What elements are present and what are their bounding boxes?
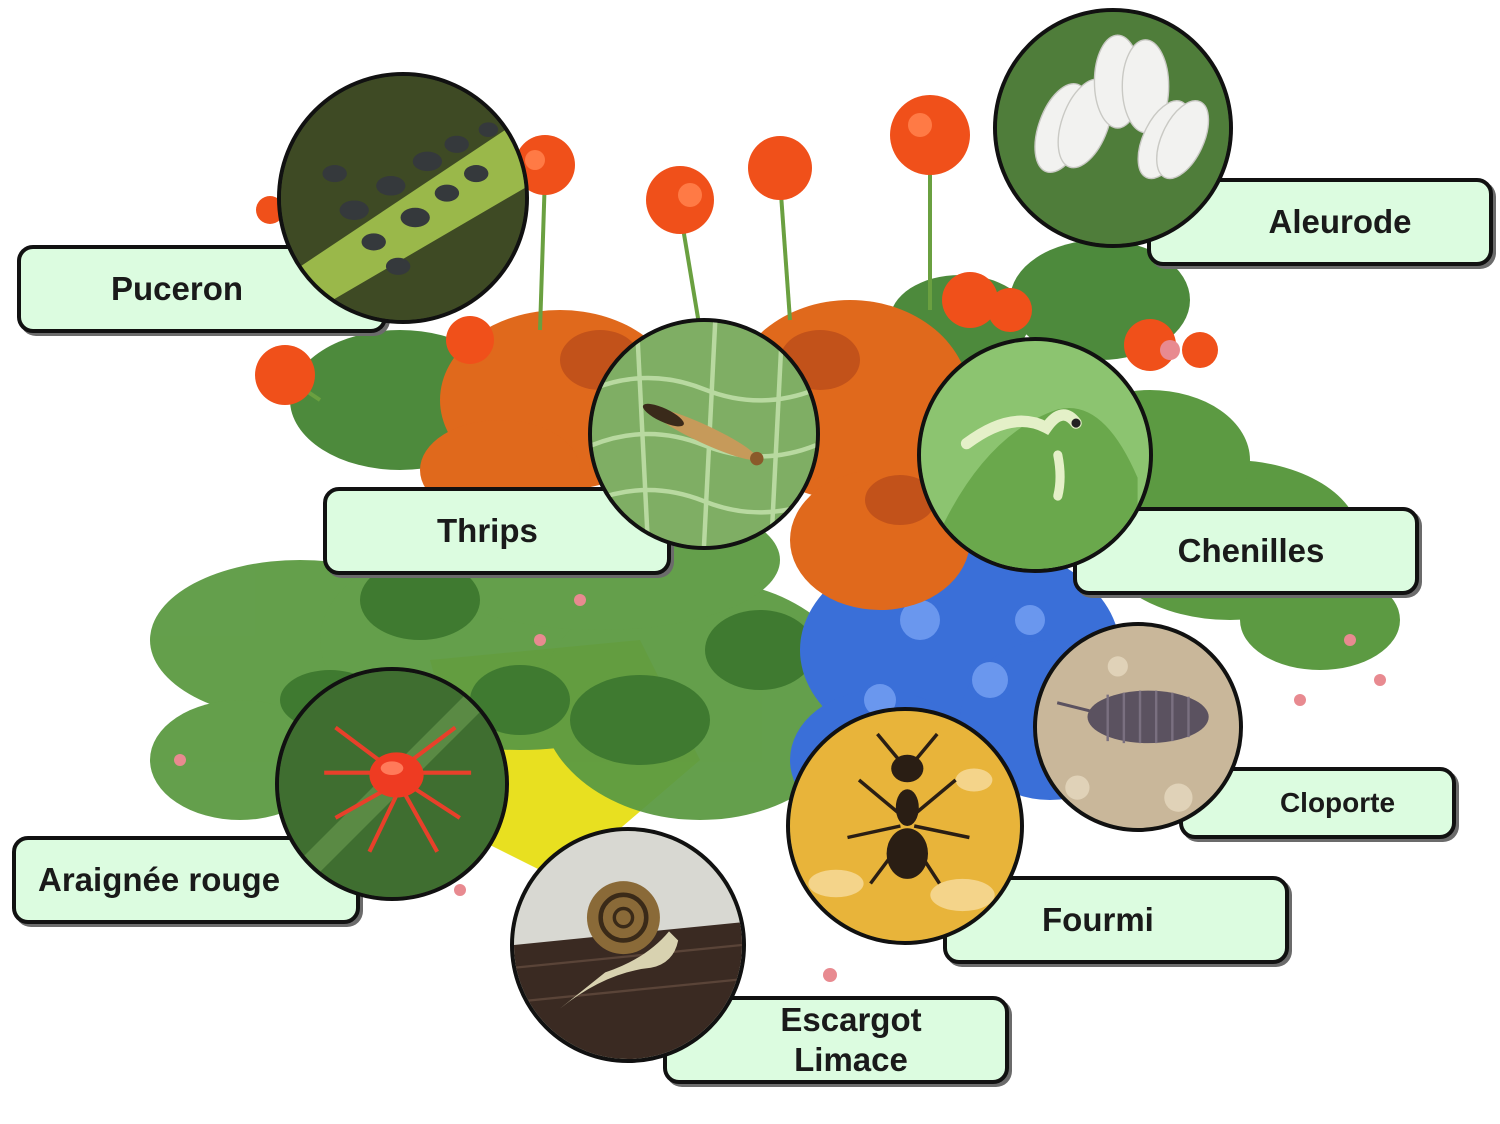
label-chenilles-text: Chenilles [1177, 532, 1325, 570]
aphid-photo [281, 76, 525, 320]
photo-puceron [277, 72, 529, 324]
label-puceron-text: Puceron [111, 270, 244, 308]
whitefly-photo [997, 12, 1229, 244]
spider-mite-photo [279, 671, 505, 897]
photo-araignee-rouge [275, 667, 509, 901]
label-thrips: Thrips [323, 487, 671, 575]
label-fourmi: Fourmi [943, 876, 1289, 964]
label-araignee-rouge-text: Araignée rouge [38, 861, 281, 899]
photo-thrips [588, 318, 820, 550]
label-limace-text: Limace [794, 1041, 908, 1078]
thrips-photo [592, 322, 816, 546]
snail-photo [514, 831, 742, 1059]
photo-escargot [510, 827, 746, 1063]
label-aleurode-text: Aleurode [1268, 203, 1412, 241]
photo-aleurode [993, 8, 1233, 248]
ant-photo [790, 711, 1020, 941]
label-cloporte-text: Cloporte [1279, 787, 1396, 819]
label-fourmi-text: Fourmi [1042, 901, 1154, 939]
caterpillar-photo [921, 341, 1149, 569]
label-thrips-text: Thrips [437, 512, 538, 550]
label-escargot-text: Escargot [780, 1001, 922, 1039]
photo-fourmi [786, 707, 1024, 945]
photo-chenilles [917, 337, 1153, 573]
label-aleurode: Aleurode [1147, 178, 1493, 266]
label-chenilles: Chenilles [1073, 507, 1419, 595]
photo-cloporte [1033, 622, 1243, 832]
label-escargot-limace: Escargot Limace [663, 996, 1009, 1084]
woodlouse-photo [1037, 626, 1239, 828]
label-puceron: Puceron [17, 245, 387, 333]
